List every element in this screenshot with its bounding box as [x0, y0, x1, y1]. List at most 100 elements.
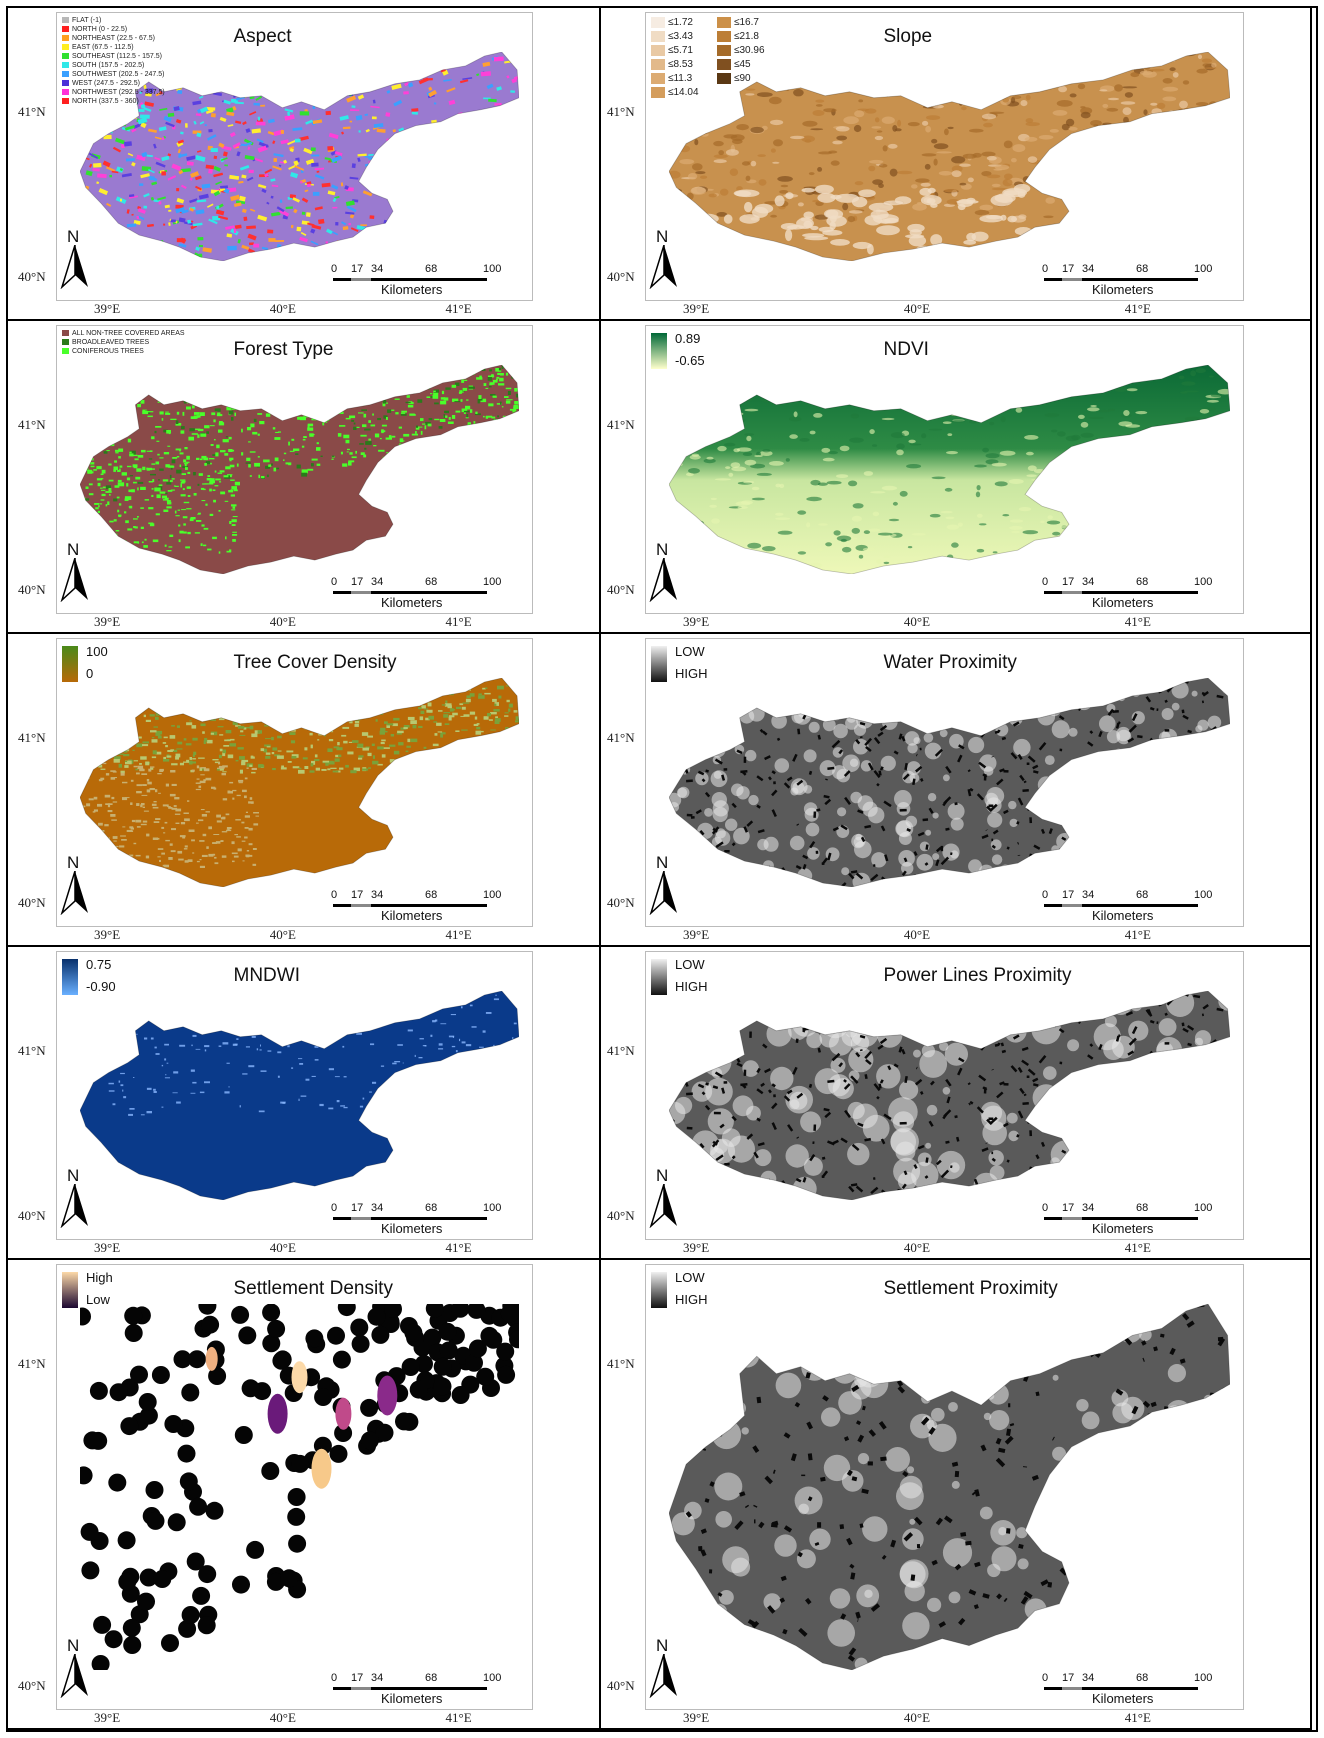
scale-segment [427, 278, 487, 281]
north-arrow: N [649, 1636, 683, 1698]
longitude-label: 40°E [903, 301, 931, 316]
north-arrow: N [60, 540, 94, 602]
longitude-label: 39°E [683, 1240, 710, 1255]
scale-segment [333, 904, 351, 907]
legend-max-label: 0.89 [675, 331, 701, 346]
legend-swatch [62, 348, 69, 355]
scale-tick-label: 17 [351, 576, 364, 588]
longitude-label: 41°E [445, 1710, 472, 1725]
longitude-label: 41°E [445, 927, 472, 942]
scale-segment [1062, 904, 1082, 907]
longitude-label: 41°E [445, 614, 472, 629]
scale-tick-label: 0 [331, 576, 338, 588]
legend-swatch [62, 26, 69, 33]
legend-label: ≤11.3 [668, 73, 693, 84]
latitude-label: 41°N [18, 104, 46, 119]
legend-label: FLAT (-1) [72, 17, 102, 24]
north-label: N [67, 227, 80, 246]
scale-segment [1138, 1217, 1198, 1220]
north-arrow-icon [649, 1654, 677, 1698]
legend-ramp [651, 333, 667, 369]
legend-label: EAST (67.5 - 112.5) [72, 44, 134, 51]
scale-tick-label: 100 [1194, 576, 1213, 588]
longitude-label: 40°E [903, 927, 931, 942]
legend-label: SOUTHWEST (202.5 - 247.5) [72, 71, 165, 78]
map-aspect [80, 52, 519, 261]
scale-tick-label: 34 [371, 263, 384, 275]
longitude-label: 39°E [683, 614, 710, 629]
panel-title: Settlement Density [233, 1278, 393, 1299]
map-forest [80, 365, 519, 574]
legend-label: ≤30.96 [734, 45, 765, 56]
legend-min-label: 0 [86, 666, 94, 681]
longitude-label: 41°E [1124, 301, 1151, 316]
north-label: N [656, 540, 669, 559]
legend-max-label: 100 [86, 644, 108, 659]
scale-tick-label: 100 [483, 576, 502, 588]
scale-unit: Kilometers [1092, 908, 1154, 923]
scale-tick-label: 17 [1062, 1202, 1075, 1214]
legend-swatch [651, 86, 665, 98]
north-arrow-icon [649, 1184, 677, 1228]
north-label: N [67, 1636, 80, 1655]
legend-swatch [717, 44, 731, 56]
legend-max-label: LOW [675, 1270, 705, 1285]
north-arrow: N [60, 1636, 94, 1698]
latitude-label: 41°N [18, 1356, 46, 1371]
scale-segment [1138, 591, 1198, 594]
legend-label: ≤16.7 [734, 17, 759, 28]
scale-tick-label: 100 [1194, 1672, 1213, 1684]
legend-label: ≤3.43 [668, 31, 693, 42]
longitude-label: 39°E [683, 1710, 710, 1725]
north-arrow: N [60, 227, 94, 289]
scale-segment [351, 1217, 371, 1220]
legend-max-label: LOW [675, 644, 705, 659]
scale-tick-label: 0 [331, 1202, 338, 1214]
north-arrow: N [60, 1166, 94, 1228]
legend-label: CONIFEROUS TREES [72, 348, 144, 355]
legend-swatch [651, 16, 665, 28]
scale-tick-label: 17 [1062, 889, 1075, 901]
legend-label: NORTHEAST (22.5 - 67.5) [72, 35, 155, 42]
map-ndvi [669, 365, 1230, 574]
legend-label: ≤45 [734, 59, 751, 70]
legend-swatch [62, 62, 69, 69]
scale-unit: Kilometers [1092, 1691, 1154, 1706]
scale-segment [351, 1687, 371, 1690]
legend-swatch [651, 30, 665, 42]
north-arrow: N [60, 853, 94, 915]
panel-title: NDVI [883, 339, 929, 360]
scale-segment [1082, 904, 1138, 907]
scale-segment [427, 1217, 487, 1220]
panel-title: MNDWI [233, 965, 300, 986]
scale-tick-label: 0 [331, 1672, 338, 1684]
scale-unit: Kilometers [381, 282, 443, 297]
scale-segment [351, 278, 371, 281]
scale-unit: Kilometers [381, 595, 443, 610]
scale-tick-label: 68 [1136, 576, 1149, 588]
longitude-label: 40°E [903, 1710, 931, 1725]
scale-segment [1138, 1687, 1198, 1690]
scale-tick-label: 17 [1062, 263, 1075, 275]
north-arrow: N [649, 1166, 683, 1228]
longitude-label: 40°E [269, 614, 296, 629]
legend: ≤1.72≤3.43≤5.71≤8.53≤11.3≤14.04 [651, 16, 699, 100]
scale-tick-label: 68 [425, 263, 438, 275]
scale-tick-label: 100 [1194, 263, 1213, 275]
longitude-label: 39°E [94, 1710, 121, 1725]
scale-segment [1138, 904, 1198, 907]
north-arrow-icon [649, 245, 677, 289]
scale-tick-label: 34 [1082, 1202, 1095, 1214]
scale-tick-label: 100 [483, 1202, 502, 1214]
legend-ramp [651, 959, 667, 995]
latitude-label: 40°N [607, 895, 635, 910]
